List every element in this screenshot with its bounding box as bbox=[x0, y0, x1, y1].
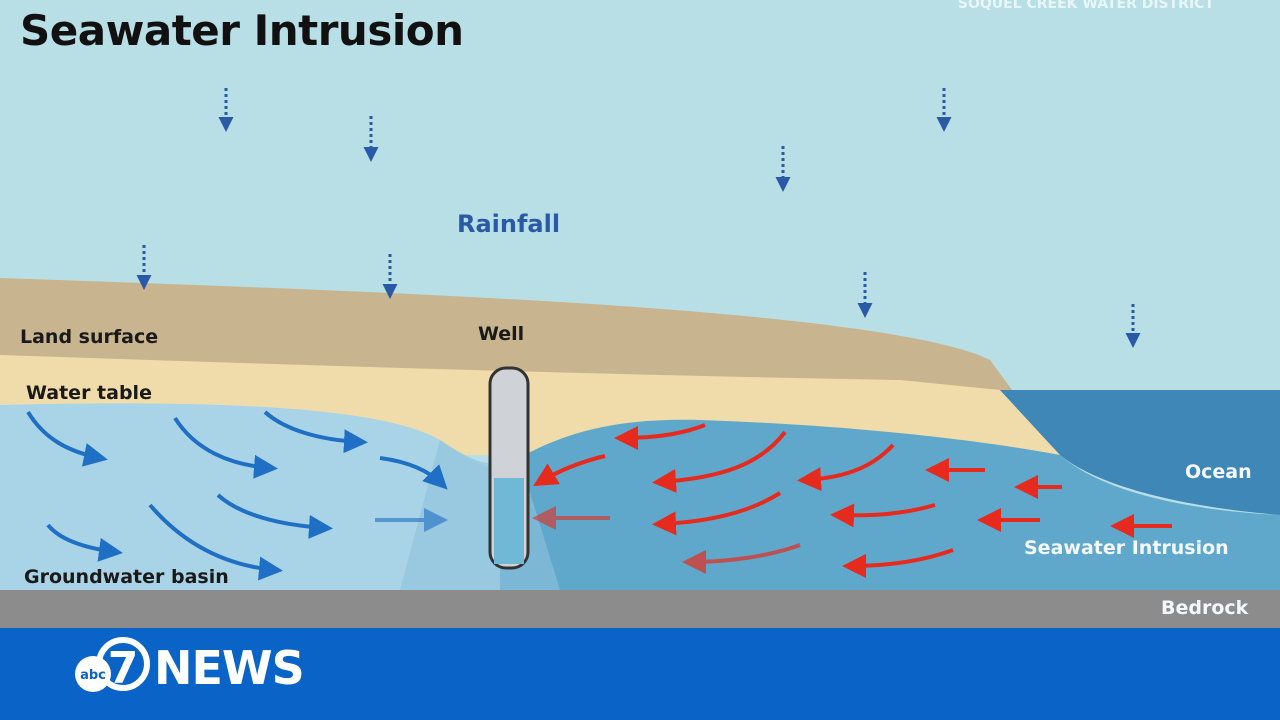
news-wordmark: NEWS bbox=[154, 641, 305, 695]
rainfall-label: Rainfall bbox=[457, 210, 561, 238]
ocean bbox=[1000, 390, 1280, 515]
well-label: Well bbox=[478, 323, 525, 345]
groundwater-flow-arrows bbox=[26, 410, 448, 581]
rainfall-arrows bbox=[136, 88, 1141, 348]
source-credit: SOQUEL CREEK WATER DISTRICT bbox=[957, 0, 1214, 12]
brand-bar bbox=[0, 628, 1280, 720]
groundwater-basin bbox=[0, 403, 500, 590]
channel-number: 7 bbox=[108, 643, 139, 694]
abc7-logo: 7 abc bbox=[75, 637, 150, 694]
seawater-intrusion-arrows bbox=[532, 423, 1172, 578]
ocean-label: Ocean bbox=[1185, 461, 1252, 483]
water-table-label: Water table bbox=[26, 382, 152, 404]
seawater-zone bbox=[500, 419, 1280, 590]
network-name: abc bbox=[80, 668, 106, 683]
bedrock-label: Bedrock bbox=[1161, 597, 1249, 619]
groundwater-basin-label: Groundwater basin bbox=[24, 566, 229, 588]
well-water bbox=[494, 478, 524, 564]
page-title: Seawater Intrusion bbox=[20, 6, 464, 55]
land-surface-label: Land surface bbox=[20, 326, 159, 348]
bedrock bbox=[0, 590, 1280, 628]
seawater-intrusion-label: Seawater Intrusion bbox=[1024, 537, 1229, 559]
